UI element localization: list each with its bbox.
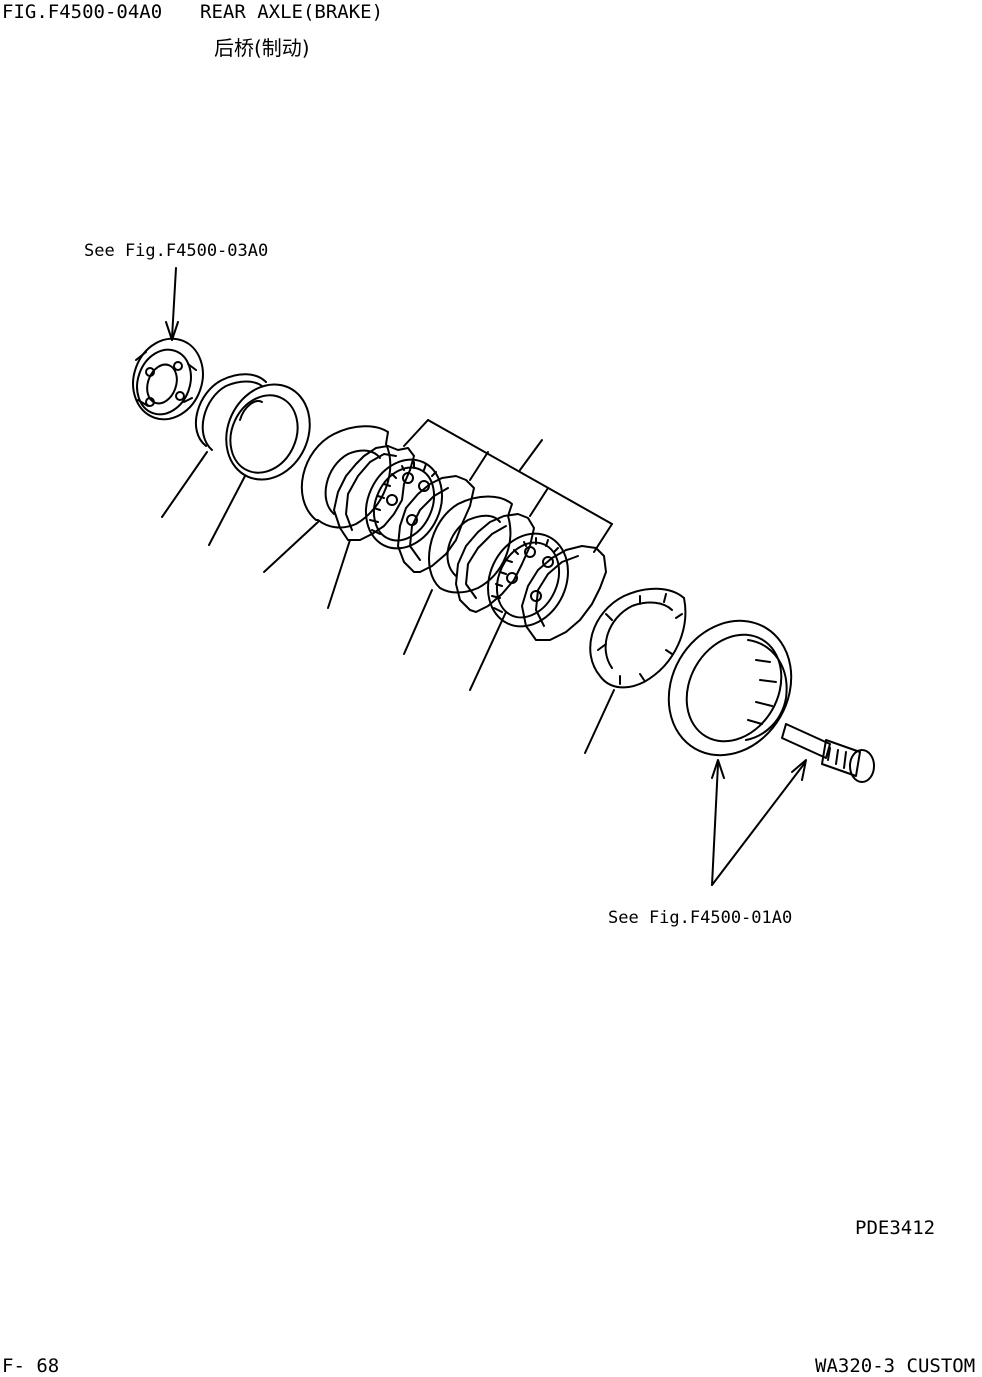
piston-plate[interactable] <box>584 587 687 754</box>
reference-link-bottom[interactable]: See Fig.F4500-01A0 <box>608 908 793 928</box>
reference-link-top[interactable]: See Fig.F4500-03A0 <box>84 241 269 261</box>
seal-ring[interactable] <box>208 371 325 546</box>
separator-plate[interactable] <box>327 445 415 609</box>
reference-arrow-top <box>165 267 179 341</box>
separator-plate[interactable] <box>397 475 475 655</box>
page-number: F- 68 <box>2 1355 60 1377</box>
sun-gear-shaft[interactable] <box>781 723 875 783</box>
separator-plate[interactable] <box>455 513 535 613</box>
page-title: REAR AXLE(BRAKE) <box>200 1 384 23</box>
group-bracket <box>403 419 613 553</box>
piston-housing[interactable] <box>122 329 214 429</box>
model-name: WA320-3 CUSTOM <box>815 1355 976 1377</box>
page-title-chinese: 后桥(制动) <box>214 36 310 60</box>
figure-code: FIG.F4500-04A0 <box>2 1 163 23</box>
friction-disc[interactable] <box>469 520 583 691</box>
reference-arrow-bottom <box>711 759 807 886</box>
drawing-id: PDE3412 <box>855 1217 936 1239</box>
ring-gear-housing[interactable] <box>645 598 815 777</box>
brake-plate[interactable] <box>263 425 392 573</box>
brake-plate[interactable] <box>428 495 513 594</box>
snap-ring[interactable] <box>161 373 267 518</box>
